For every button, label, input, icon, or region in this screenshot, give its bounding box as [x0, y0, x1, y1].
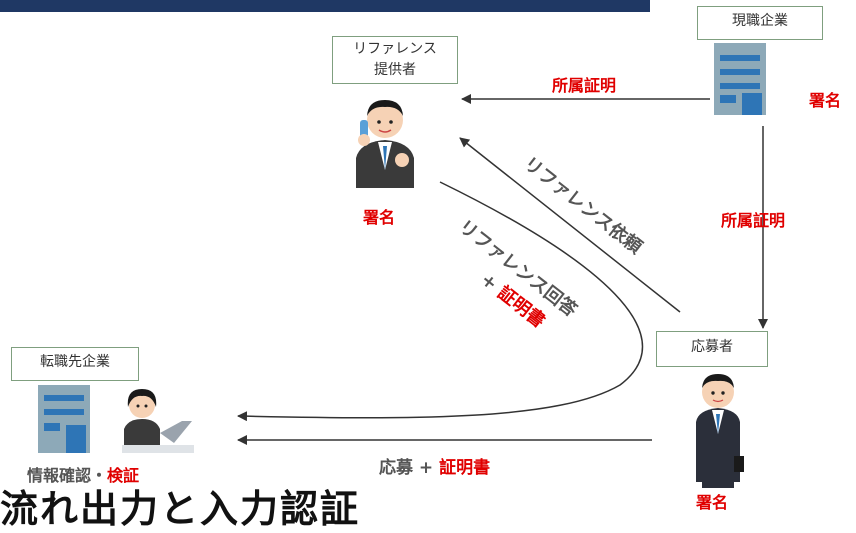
affiliation-proof-top: 所属証明 — [552, 76, 617, 95]
affiliation-proof-right: 所属証明 — [721, 211, 786, 230]
header-bar — [0, 0, 650, 12]
current-employer-label: 現職企業 — [732, 13, 788, 29]
apply-label: 応募 + 証明書 — [379, 453, 490, 478]
reference-provider-label-line2: 提供者 — [374, 62, 416, 78]
man-in-suit-icon — [696, 374, 744, 488]
applicant-label: 応募者 — [691, 339, 733, 355]
flow-arrows — [237, 94, 768, 445]
office-building-icon — [714, 43, 766, 115]
new-employer-label: 転職先企業 — [40, 354, 110, 370]
current-employer-box: 現職企業 — [697, 6, 823, 40]
new-employer-box: 転職先企業 — [11, 347, 139, 381]
signature-provider: 署名 — [363, 208, 396, 227]
arrow-applicant-to-provider — [459, 137, 681, 313]
verify-label: 情報確認・検証 — [27, 462, 139, 486]
reference-provider-box: リファレンス 提供者 — [332, 36, 458, 84]
signature-employer: 署名 — [809, 91, 842, 110]
bottom-title: 流れ出力と入力認証 — [0, 487, 361, 531]
reference-provider-label-line1: リファレンス — [353, 41, 437, 57]
woman-at-laptop-icon — [38, 385, 194, 453]
verify-gray-text: 情報確認・ — [27, 466, 108, 485]
apply-text: 応募 — [379, 458, 419, 478]
certificate-bottom-text: 証明書 — [439, 458, 491, 478]
verify-red-text: 検証 — [107, 466, 140, 485]
apply-plus: + — [418, 458, 440, 478]
arrow-provider-to-newemployer-curve — [237, 181, 644, 422]
signature-applicant: 署名 — [696, 493, 729, 512]
man-on-phone-icon — [356, 100, 414, 188]
applicant-box: 応募者 — [656, 331, 768, 367]
